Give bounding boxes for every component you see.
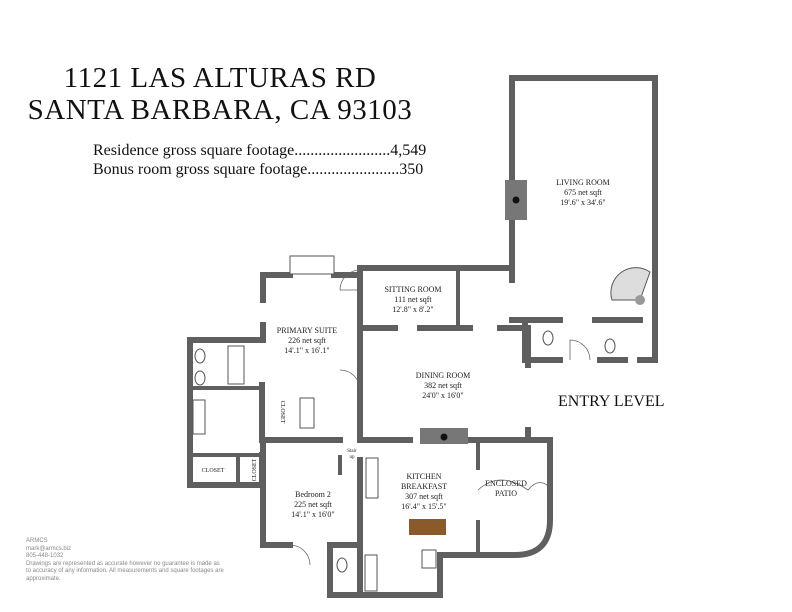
door-swing [569,339,591,361]
living-room-sqft: 675 net sqft [564,188,603,197]
primary-suite-dims: 14'.1" x 16'.1" [284,346,329,355]
residence-square-footage: Residence gross square footage..........… [93,142,427,159]
closet-label: CLOSET [202,468,225,474]
closet-shelf [299,397,315,429]
toilet-icon [336,557,348,573]
fixtures [192,180,651,592]
footer-credits: ARMCS mark@armcs.biz 805-448-1032 Drawin… [26,538,226,583]
door-swing [477,479,553,491]
patio-name-2: PATIO [495,489,517,498]
kitchen-dims: 16'.4" x 15'.5" [401,502,446,511]
dining-room-dims: 24'0" x 16'0" [422,391,463,400]
kitchen-island [409,519,446,535]
bedroom-2-name: Bedroom 2 [295,490,331,499]
primary-suite-name: PRIMARY SUITE [277,326,337,335]
walls [187,75,658,598]
primary-suite-sqft: 226 net sqft [288,336,327,345]
living-room-name: LIVING ROOM [556,178,610,187]
dining-room-name: DINING ROOM [416,371,470,380]
company-name: ARMCS [26,538,48,544]
spiral-stair-core [635,295,645,305]
door-swing [339,369,361,391]
closet-label: CLOSET [279,401,285,424]
company-email: mark@armcs.biz [26,545,72,552]
closet-label: CLOSET [252,458,258,481]
room-labels: LIVING ROOM 675 net sqft 19'.6" x 34'.6"… [202,178,610,519]
bedroom-2-dims: 14'.1" x 16'0" [291,510,334,519]
dining-room-sqft: 382 net sqft [424,381,463,390]
bathtub-icon [364,554,378,592]
address-line-2: SANTA BARBARA, CA 93103 [27,94,413,126]
spiral-stair-icon [610,267,651,301]
kitchen-name-1: KITCHEN [406,472,441,481]
bedroom-2-sqft: 225 net sqft [294,500,333,509]
stair-direction: up [350,455,356,460]
stove-icon [421,549,437,569]
stair-label: Stair [347,449,357,454]
bonus-square-footage: Bonus room gross square footage.........… [93,161,424,178]
door-swing [339,269,361,291]
sitting-room-sqft: 111 net sqft [394,295,432,304]
kitchen-sqft: 307 net sqft [405,492,444,501]
bay-window [289,255,335,275]
living-room-dims: 19'.6" x 34'.6" [560,198,605,207]
door-swing [289,544,311,566]
level-label: ENTRY LEVEL [558,393,665,410]
sitting-room-name: SITTING ROOM [384,285,441,294]
fireplace-icon [512,196,520,204]
toilet-icon [194,348,206,364]
toilet-icon [604,338,616,354]
counter-icon [365,457,379,499]
fireplace-icon [440,433,448,441]
vanity-icon [192,399,206,435]
toilet-icon [542,330,554,346]
toilet-icon [194,370,206,386]
address-line-1: 1121 LAS ALTURAS RD [63,62,377,94]
patio-name-1: ENCLOSED [485,479,527,488]
sitting-room-dims: 12'.8" x 8'.2" [392,305,433,314]
bathtub-icon [227,345,245,385]
kitchen-name-2: BREAKFAST [401,482,447,491]
company-phone: 805-448-1032 [26,553,64,559]
disclaimer: Drawings are represented as accurate how… [26,560,224,582]
